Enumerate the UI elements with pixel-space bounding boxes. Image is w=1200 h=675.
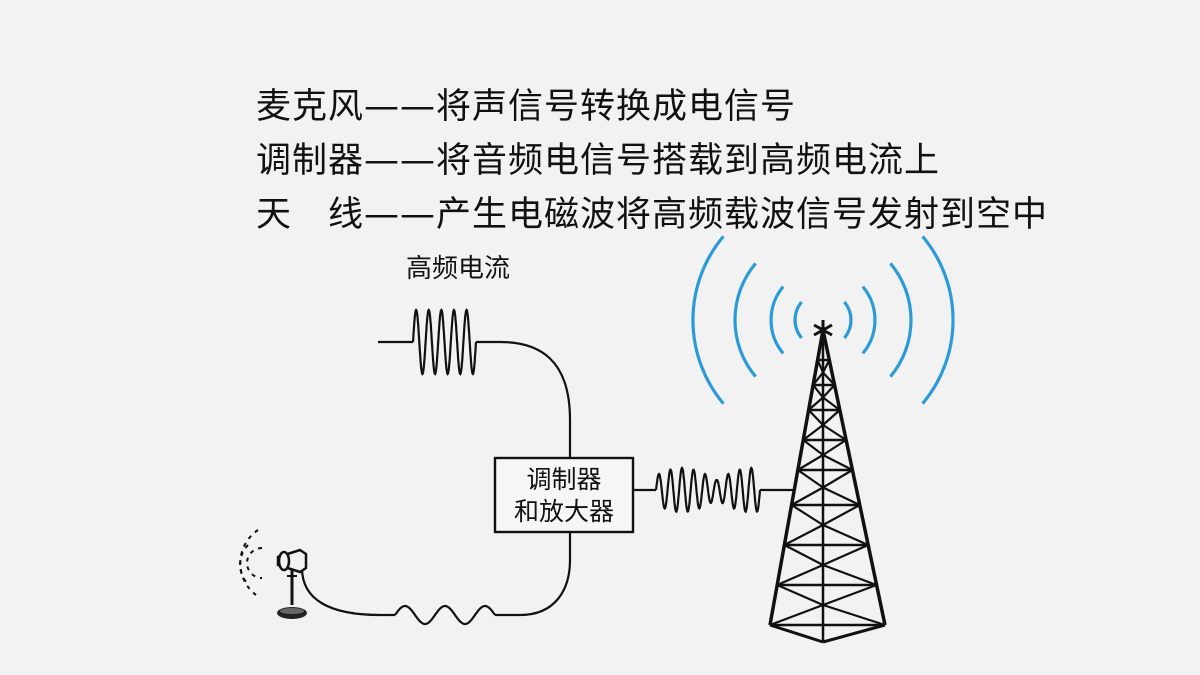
audio-wire <box>300 532 572 626</box>
definition-desc: 将声信号转换成电信号 <box>436 87 797 127</box>
tower-strut <box>822 523 869 547</box>
definition-microphone: 麦克风——将声信号转换成电信号 <box>256 80 1048 134</box>
tower-strut <box>821 329 887 626</box>
broadcast-arc <box>733 262 757 378</box>
tower-strut <box>822 409 841 426</box>
tower-strut <box>807 396 824 411</box>
modulator-label-line2: 和放大器 <box>514 497 614 526</box>
modulator-box: 调制器 和放大器 <box>493 456 635 534</box>
tower-strut <box>776 583 824 607</box>
tower-strut <box>822 359 831 373</box>
tower-strut <box>791 486 824 506</box>
broadcast-wave-icon <box>691 235 955 405</box>
tower-strut <box>822 384 836 399</box>
tower-strut <box>783 524 824 546</box>
tower-strut <box>822 486 861 506</box>
tower-strut <box>790 504 824 526</box>
tower-strut <box>812 384 824 399</box>
definition-term: 天 线 <box>256 195 365 235</box>
tower-strut <box>776 563 824 587</box>
definition-term: 调制器 <box>256 141 365 181</box>
modulator-label-line1: 调制器 <box>526 465 601 494</box>
modulated-wave <box>633 466 795 514</box>
tower-strut <box>807 409 824 426</box>
tower-strut <box>822 396 841 411</box>
definition-term: 麦克风 <box>256 87 365 127</box>
tower-strut <box>822 454 853 471</box>
tower-strut <box>797 454 824 471</box>
tower-strut <box>783 544 824 566</box>
tower-strut <box>797 469 824 489</box>
definition-dash: —— <box>364 141 437 181</box>
definition-dash: —— <box>364 87 437 127</box>
tower-strut <box>822 424 847 441</box>
tower-strut <box>822 371 836 386</box>
microphone-icon <box>239 529 308 619</box>
tower-strut <box>812 371 824 386</box>
tower-strut <box>822 504 861 526</box>
tower-strut <box>822 439 847 456</box>
tower-strut <box>768 329 825 626</box>
broadcast-arc <box>889 262 913 378</box>
hf-current-wave <box>378 308 572 458</box>
tower-strut <box>822 603 886 627</box>
broadcast-arc <box>843 300 853 340</box>
tower-strut <box>822 563 877 587</box>
tower-strut <box>822 469 853 489</box>
hf-current-label: 高频电流 <box>406 254 510 284</box>
tower-strut <box>822 583 877 607</box>
definition-desc: 产生电磁波将高频载波信号发射到空中 <box>436 195 1049 235</box>
broadcast-arc <box>793 300 803 340</box>
definition-dash: —— <box>364 195 437 235</box>
broadcast-arc <box>769 285 785 355</box>
tower-strut <box>813 323 833 337</box>
tower-strut <box>822 623 886 644</box>
tower-strut <box>769 623 824 644</box>
definition-antenna: 天 线——产生电磁波将高频载波信号发射到空中 <box>256 188 1048 242</box>
tower-strut <box>802 439 824 456</box>
definition-list: 麦克风——将声信号转换成电信号 调制器——将音频电信号搭载到高频电流上 天 线—… <box>256 80 1048 242</box>
antenna-tower-icon <box>768 320 887 644</box>
tower-strut <box>816 359 825 373</box>
tower-strut <box>769 603 824 627</box>
tower-strut <box>822 543 869 567</box>
broadcast-arc <box>921 235 955 405</box>
broadcast-arc <box>861 285 877 355</box>
tower-strut <box>802 424 824 441</box>
broadcast-arc <box>691 235 725 405</box>
definition-modulator: 调制器——将音频电信号搭载到高频电流上 <box>256 134 1048 188</box>
definition-desc: 将音频电信号搭载到高频电流上 <box>436 141 941 181</box>
